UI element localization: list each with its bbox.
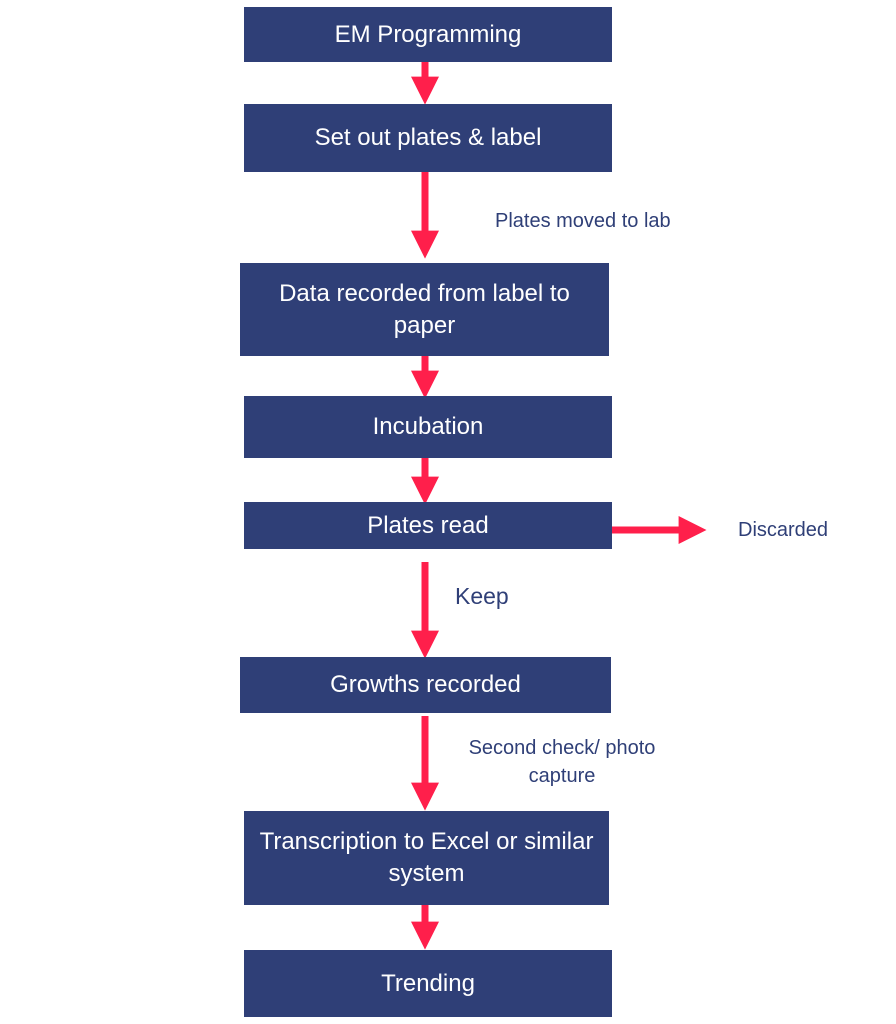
edge-label-plates-moved: Plates moved to lab: [495, 210, 671, 232]
edge-label-discarded: Discarded: [738, 519, 829, 541]
step-data-recorded: Data recorded from label to paper: [240, 263, 609, 356]
step-transcription-line2: system: [388, 860, 465, 887]
step-incubation: Incubation: [244, 396, 612, 458]
step-set-out-plates: Set out plates & label: [244, 104, 612, 172]
step-growths-recorded: Growths recorded: [240, 657, 611, 713]
step-transcription-line1: Transcription to Excel or similar: [259, 828, 594, 855]
edge-label-second-check-line2: capture: [528, 765, 596, 787]
step-em-programming-label: EM Programming: [334, 20, 522, 48]
step-growths-recorded-label: Growths recorded: [330, 671, 521, 698]
step-plates-read: Plates read: [244, 502, 612, 549]
edge-label-keep: Keep: [455, 583, 509, 609]
step-plates-read-label: Plates read: [367, 511, 489, 539]
edge-label-second-check-line1: Second check/ photo: [468, 737, 656, 759]
step-data-recorded-line2: paper: [393, 311, 456, 339]
step-set-out-plates-label: Set out plates & label: [314, 124, 542, 151]
step-trending: Trending: [244, 950, 612, 1017]
step-em-programming: EM Programming: [244, 7, 612, 62]
step-trending-label: Trending: [381, 969, 475, 997]
edge-label-second-check: Second check/ photo capture: [450, 734, 674, 790]
step-data-recorded-line1: Data recorded from label to: [279, 279, 570, 307]
step-transcription: Transcription to Excel or similar system: [244, 811, 609, 905]
step-incubation-label: Incubation: [372, 413, 484, 440]
